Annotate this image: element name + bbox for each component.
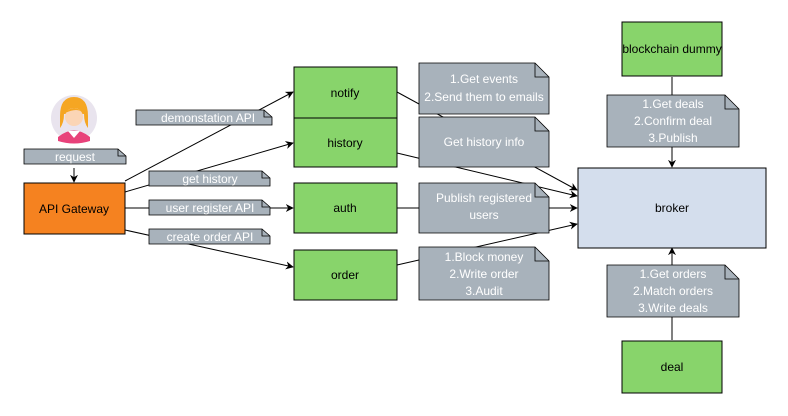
svg-text:deal: deal	[661, 360, 684, 374]
label-demonstation-api: demonstation API	[161, 111, 255, 125]
label-request: request	[55, 150, 96, 164]
label-get-history: get history	[182, 172, 237, 186]
node-auth: auth	[293, 182, 398, 234]
note-blockchain-line-2: 2.Confirm deal	[634, 114, 712, 128]
node-api-gateway: API Gateway	[23, 182, 126, 235]
note-blockchain-line-3: 3.Publish	[648, 131, 697, 145]
note-blockchain: 1.Get deals 2.Confirm deal 3.Publish	[606, 94, 740, 148]
svg-text:API Gateway: API Gateway	[39, 202, 109, 216]
svg-text:broker: broker	[655, 201, 689, 215]
note-history-line-1: Get history info	[444, 135, 525, 149]
node-deal: deal	[621, 340, 723, 394]
node-history: history	[293, 117, 398, 168]
edge-label-demonstation-api: demonstation API	[135, 109, 273, 126]
svg-text:blockchain dummy: blockchain dummy	[622, 42, 721, 56]
note-auth-line-1: Publish registered	[436, 191, 532, 205]
note-auth-line-2: users	[469, 208, 498, 222]
note-notify: 1.Get events 2.Send them to emails	[418, 62, 550, 115]
svg-text:auth: auth	[333, 201, 356, 215]
edge-label-create-order-api: create order API	[148, 228, 271, 245]
note-order-line-1: 1.Block money	[445, 250, 524, 264]
label-user-register-api: user register API	[166, 201, 255, 215]
note-deal-line-3: 3.Write deals	[638, 301, 708, 315]
edge-label-request: request	[23, 148, 127, 165]
svg-text:notify: notify	[331, 86, 360, 100]
note-auth: Publish registered users	[418, 182, 550, 234]
note-notify-line-2: 2.Send them to emails	[424, 90, 543, 104]
svg-text:history: history	[327, 136, 362, 150]
edge-label-user-register-api: user register API	[148, 199, 271, 216]
node-order: order	[293, 249, 398, 301]
node-blockchain-dummy: blockchain dummy	[621, 21, 723, 77]
user-avatar-icon	[51, 95, 97, 144]
edge-label-get-history: get history	[148, 170, 271, 187]
note-deal-line-1: 1.Get orders	[640, 267, 707, 281]
note-order-line-2: 2.Write order	[449, 267, 518, 281]
node-notify: notify	[293, 66, 398, 119]
note-blockchain-line-1: 1.Get deals	[642, 97, 703, 111]
note-order: 1.Block money 2.Write order 3.Audit	[418, 246, 550, 301]
note-history: Get history info	[418, 116, 550, 168]
note-deal: 1.Get orders 2.Match orders 3.Write deal…	[606, 264, 740, 318]
label-create-order-api: create order API	[167, 230, 254, 244]
note-deal-line-2: 2.Match orders	[633, 284, 713, 298]
svg-text:order: order	[331, 268, 359, 282]
edge-gateway-to-notify	[124, 91, 294, 182]
node-broker: broker	[577, 167, 767, 249]
note-notify-line-1: 1.Get events	[450, 72, 518, 86]
note-order-line-3: 3.Audit	[465, 284, 503, 298]
